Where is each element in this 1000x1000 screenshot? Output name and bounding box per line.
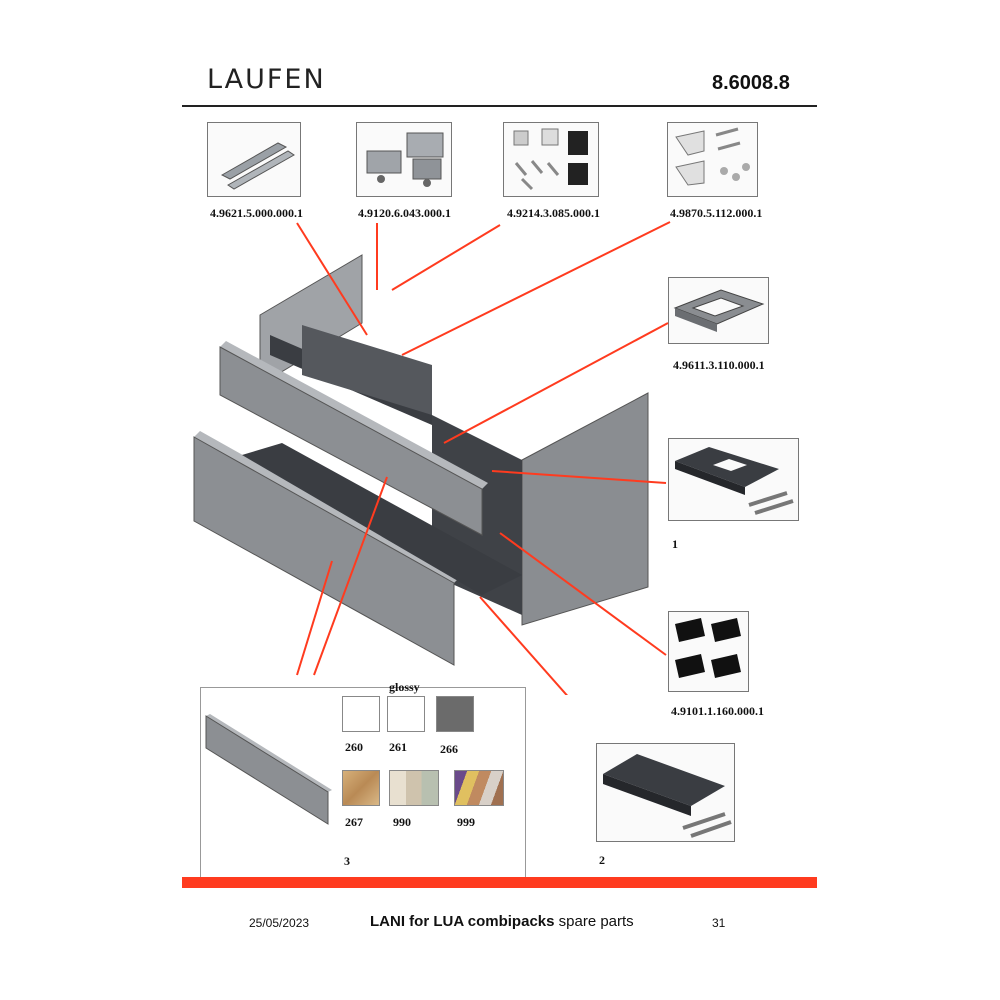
callout-arrows	[296, 221, 671, 695]
finish-code: 266	[440, 742, 458, 756]
document-number: 8.6008.8	[712, 72, 790, 94]
part-image-drawer-lower	[596, 743, 735, 842]
finish-swatch-samples	[454, 770, 504, 806]
part-image-drawer-upper	[668, 438, 799, 521]
upper-drawer-front	[219, 346, 483, 536]
part-image-labels	[668, 611, 749, 692]
finish-swatch-samples	[389, 770, 439, 806]
callout-2: 2	[599, 853, 605, 867]
drawer-upper-icon	[675, 447, 794, 515]
part-number: 4.9611.3.110.000.1	[673, 358, 765, 372]
header-rule	[182, 105, 817, 107]
drawer-front-panel-image	[205, 714, 332, 825]
drawer-lower-icon	[603, 754, 732, 838]
callout-3: 3	[344, 854, 350, 868]
finish-code: 261	[389, 740, 407, 754]
callout-1: 1	[672, 537, 678, 551]
part-number: 4.9621.5.000.000.1	[210, 206, 303, 220]
finish-code: 260	[345, 740, 363, 754]
part-number: 4.9870.5.112.000.1	[670, 206, 763, 220]
cabinet-exploded-view	[193, 221, 671, 695]
finish-swatch	[387, 696, 425, 732]
fixing-kit-icon	[513, 128, 588, 191]
footer-accent-bar	[182, 877, 817, 888]
finish-code: 999	[457, 815, 475, 829]
part-image-fixing-kit	[503, 122, 599, 197]
lower-drawer-front	[193, 436, 455, 666]
part-image-rail	[207, 122, 301, 197]
footer-title: LANI for LUA combipacks spare parts	[370, 913, 634, 930]
brand-logo: LAUFEN	[207, 64, 326, 95]
footer-date: 25/05/2023	[249, 916, 310, 930]
rail-icon	[220, 142, 295, 190]
page-number: 31	[712, 916, 726, 930]
upper-drawer-edge	[220, 341, 488, 489]
hinge-bracket-icon	[366, 132, 444, 187]
part-number: 4.9101.1.160.000.1	[671, 704, 764, 718]
finish-code: 990	[393, 815, 411, 829]
logo-plates-icon	[675, 618, 741, 678]
finish-code: 267	[345, 815, 363, 829]
finish-swatch-wood	[342, 770, 380, 806]
part-image-frame	[668, 277, 769, 344]
part-number: 4.9214.3.085.000.1	[507, 206, 600, 220]
part-image-brackets	[667, 122, 758, 197]
footer-title-regular: spare parts	[554, 913, 634, 930]
support-frame-icon	[673, 289, 765, 332]
finish-swatch	[436, 696, 474, 732]
lower-drawer-edge	[194, 431, 460, 583]
part-image-hinge	[356, 122, 452, 197]
part-number: 4.9120.6.043.000.1	[358, 206, 451, 220]
finish-swatch	[342, 696, 380, 732]
brackets-icon	[675, 127, 750, 186]
side-panel	[521, 392, 649, 626]
glossy-label: glossy	[389, 680, 420, 694]
footer-title-bold: LANI for LUA combipacks	[370, 913, 555, 930]
